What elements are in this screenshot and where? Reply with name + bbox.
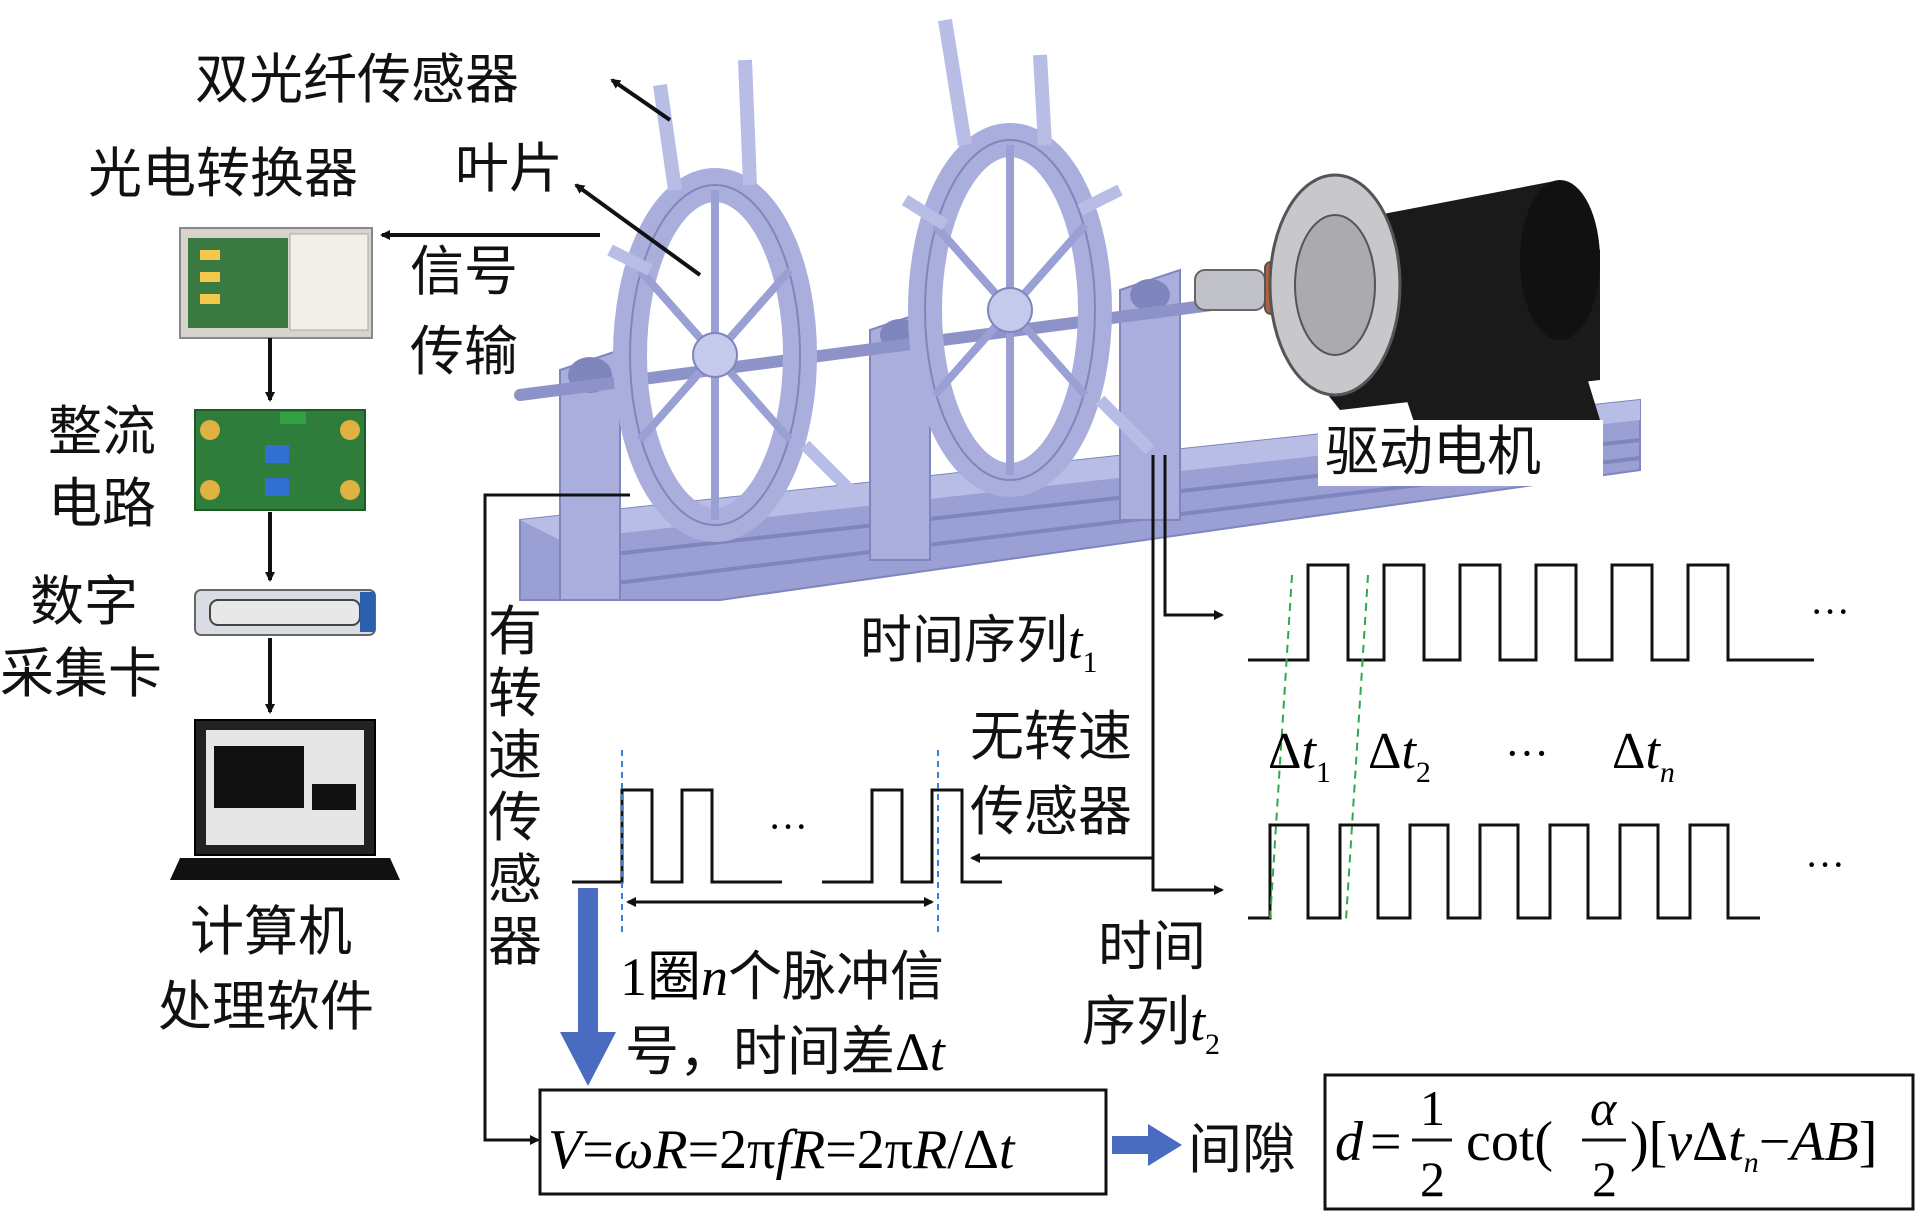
label-photoelectric-converter: 光电转换器: [88, 142, 358, 205]
dash-line-1: [1269, 574, 1293, 921]
label-daq-2: 采集卡: [0, 642, 162, 705]
label-no-speed-sensor-1: 无转速: [970, 705, 1132, 768]
label-daq-1: 数字: [30, 570, 138, 633]
svg-text:器: 器: [488, 910, 542, 973]
svg-text:cot(: cot(: [1466, 1111, 1553, 1173]
gap-formula-box: [1323, 1073, 1915, 1211]
pulse-train-t1: [1248, 563, 1814, 662]
photoelectric-converter-image: [179, 227, 373, 339]
label-signal-transmission-1: 信号: [410, 240, 518, 303]
svg-text:感: 感: [488, 848, 542, 911]
ellipsis-speed: ···: [768, 804, 808, 849]
pulse-speed-waveform: [572, 788, 1002, 884]
blade-disc-2: [901, 18, 1155, 497]
pulse-train-t2: [1248, 823, 1760, 920]
drive-motor: [1268, 173, 1600, 440]
label-drive-motor: 驱动电机: [1325, 420, 1541, 483]
label-time-series-t2-2: 序列t2: [1082, 990, 1220, 1061]
svg-text:d: d: [1335, 1111, 1364, 1173]
blade-disc-1: [607, 59, 855, 542]
label-dual-fiber-sensor: 双光纤传感器: [195, 48, 519, 111]
delta-tn: Δtn: [1612, 723, 1675, 789]
velocity-formula: V=ωR=2πfR=2πR/Δt: [548, 1119, 1016, 1181]
test-rig: [514, 18, 1641, 601]
delta-t2: Δt2: [1368, 723, 1431, 789]
label-time-series-t1: 时间序列t1: [860, 611, 1097, 679]
gap-formula: d = 1 2 cot( α 2 )[vΔtn−AB]: [1335, 1080, 1877, 1207]
blue-down-arrow: [560, 888, 616, 1086]
dash-line-2: [1345, 574, 1369, 921]
svg-text:有: 有: [488, 600, 542, 663]
label-rectifier-1: 整流: [48, 400, 156, 463]
svg-text:=: =: [1370, 1111, 1402, 1173]
velocity-formula-box: [538, 1088, 1108, 1196]
delta-t1: Δt1: [1268, 723, 1331, 789]
delta-ellipsis: ···: [1505, 729, 1549, 778]
label-computer-1: 计算机: [190, 900, 352, 963]
svg-text:2: 2: [1420, 1151, 1445, 1207]
svg-text:传: 传: [488, 786, 542, 849]
ellipsis-t2: ···: [1805, 842, 1845, 887]
label-gap: 间隙: [1188, 1118, 1296, 1181]
wire-t2: [1151, 455, 1224, 895]
laptop-icon: [170, 719, 400, 880]
label-rectifier-2: 电路: [48, 472, 156, 535]
label-with-speed-sensor: 有 转 速 传 感 器: [488, 600, 542, 973]
blue-right-arrow: [1112, 1124, 1182, 1166]
pulse-t2-waveform: [1248, 823, 1760, 920]
label-no-speed-sensor-2: 传感器: [970, 780, 1132, 843]
svg-text:转: 转: [488, 662, 542, 725]
svg-text:α: α: [1590, 1080, 1618, 1136]
ellipsis-t1: ···: [1810, 589, 1850, 634]
wire-t1: [1163, 455, 1224, 620]
daq-card-image: [194, 589, 376, 636]
svg-text:)[vΔtn−AB]: )[vΔtn−AB]: [1630, 1111, 1877, 1179]
label-computer-2: 处理软件: [158, 975, 374, 1038]
pulse-train-speed: [572, 788, 1002, 884]
label-pulse-note-2: 号，时间差Δt: [625, 1020, 947, 1083]
svg-text:2: 2: [1592, 1151, 1617, 1207]
label-time-series-t2-1: 时间: [1098, 915, 1206, 978]
svg-text:速: 速: [488, 724, 542, 787]
wire-with-speed-sensor: [483, 493, 630, 1145]
svg-text:1: 1: [1420, 1080, 1445, 1136]
label-signal-transmission-2: 传输: [410, 320, 518, 383]
label-pulse-note-1: 1圈n个脉冲信: [620, 945, 944, 1008]
label-blade: 叶片: [455, 137, 563, 200]
rectifier-pcb-image: [194, 409, 366, 511]
pulse-t1-waveform: [1248, 563, 1814, 662]
